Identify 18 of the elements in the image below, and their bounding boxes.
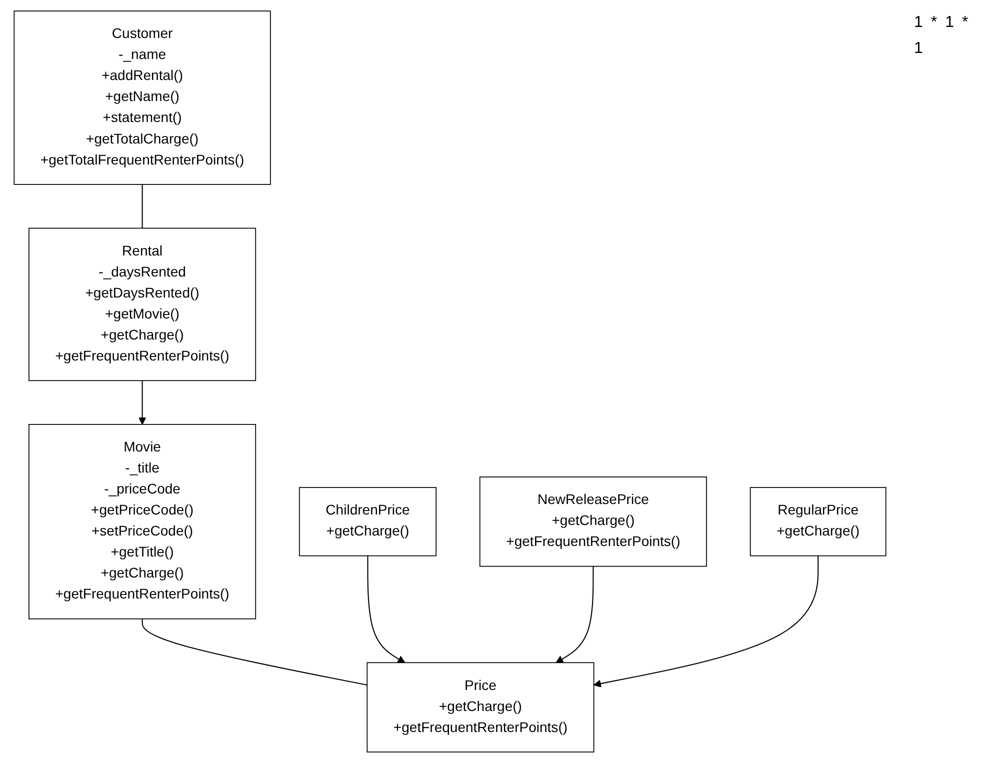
- multiplicity-label: 1: [914, 40, 923, 58]
- node-box: Price +getCharge() +getFrequentRenterPoints(): [366, 662, 594, 752]
- connector: [142, 618, 368, 686]
- node-box: Customer -_name +addRental() +getName() +statement() +getTotalCharge() +getTotalFrequentRenterPoints(): [14, 10, 271, 185]
- arrow: [367, 556, 406, 663]
- node-box: NewReleasePrice +getCharge() +getFrequentRenterPoints(): [479, 476, 707, 567]
- arrow: [593, 556, 819, 688]
- node-box: ChildrenPrice +getCharge(): [298, 487, 437, 556]
- arrow: [556, 566, 594, 663]
- connector: [142, 184, 143, 228]
- multiplicity-label: 1: [945, 14, 954, 32]
- node-box: RegularPrice +getCharge(): [750, 487, 886, 556]
- arrow: [138, 380, 146, 425]
- node-box: Movie -_title -_priceCode +getPriceCode() +setPriceCode() +getTitle() +getCharge() +getFrequentRenterPoints(): [28, 424, 256, 620]
- multiplicity-label: *: [962, 14, 968, 32]
- node-box: Rental -_daysRented +getDaysRented() +getMovie() +getCharge() +getFrequentRenterPoints(): [28, 228, 256, 382]
- multiplicity-label: 1: [914, 14, 923, 32]
- multiplicity-label: *: [930, 14, 938, 32]
